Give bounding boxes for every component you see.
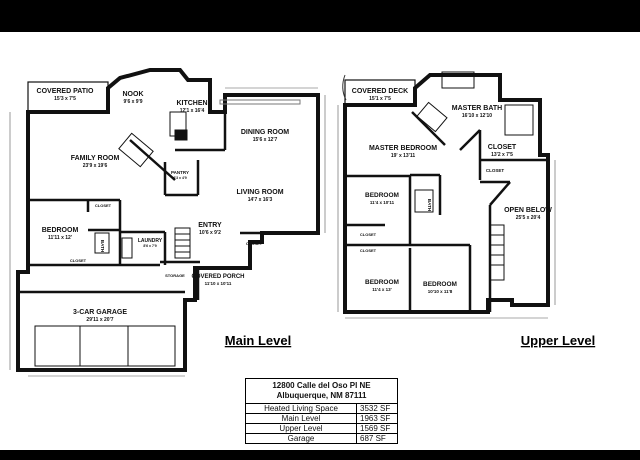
bottom-black-band (0, 450, 640, 460)
area-row: Heated Living Space 3532 SF (245, 403, 398, 414)
area-label: Heated Living Space (245, 403, 357, 414)
room-covered-porch-dim: 11'10 x 10'11 (205, 281, 232, 286)
area-label: Upper Level (245, 423, 357, 434)
main-level-fixtures (34, 99, 301, 367)
room-laundry-dim: 8'6 x 7'9 (143, 244, 156, 248)
main-level-plan (16, 68, 320, 372)
room-nook-name: NOOK (123, 91, 144, 98)
room-bedroom1-dim: 11'4 x 10'11 (370, 200, 395, 205)
room-closet3-name: CLOSET (246, 241, 263, 246)
room-covered-deck-dim: 15'1 x 7'5 (369, 96, 391, 102)
room-small-closet-name: CLOSET (486, 168, 505, 173)
room-bedroom3-name: BEDROOM (423, 281, 457, 288)
room-laundry-name: LAUNDRY (138, 238, 163, 244)
floor-plan-drawing: COVERED PATIO 15'3 x 7'5 NOOK 9'6 x 9'9 … (9, 68, 595, 377)
room-bedroom3-dim: 10'10 x 11'8 (428, 289, 453, 294)
room-open-below-dim: 25'5 x 20'4 (516, 215, 541, 221)
room-upper-bath-name: BATH (427, 199, 432, 211)
room-master-bath-name: MASTER BATH (452, 105, 502, 112)
room-bath-name: BATH (100, 240, 105, 252)
main-level-labels: COVERED PATIO 15'3 x 7'5 NOOK 9'6 x 9'9 … (37, 88, 290, 323)
area-value: 3532 SF (356, 403, 398, 414)
room-family-name: FAMILY ROOM (71, 155, 120, 162)
upper-level-title: Upper Level (521, 333, 595, 348)
area-row: Garage 687 SF (245, 433, 398, 444)
room-bedroom-dim: 11'11 x 12' (48, 235, 72, 241)
room-dining-dim: 15'6 x 12'7 (253, 137, 278, 143)
room-garage-dim: 29'11 x 20'7 (86, 317, 113, 323)
area-row: Main Level 1963 SF (245, 413, 398, 424)
area-value: 1963 SF (356, 413, 398, 424)
address-line-1: 12800 Calle del Oso Pl NE (272, 381, 371, 390)
room-closet1-name: CLOSET (95, 203, 112, 208)
main-level-title: Main Level (225, 333, 291, 348)
room-storage-name: STORAGE (165, 273, 185, 278)
room-kitchen-name: KITCHEN (176, 100, 207, 107)
room-pantry-dim: 6'3 x 4'9 (173, 176, 186, 180)
address-line-2: Albuquerque, NM 87111 (276, 391, 367, 400)
upper-level-plan (343, 73, 550, 314)
main-level-dimension-ticks (9, 87, 326, 377)
room-covered-patio-dim: 15'3 x 7'5 (54, 96, 76, 102)
upper-level-labels: COVERED DECK 15'1 x 7'5 MASTER BATH 16'1… (352, 88, 553, 294)
top-black-band (0, 0, 640, 32)
area-table: Heated Living Space 3532 SF Main Level 1… (245, 403, 398, 444)
room-bedroom2-name: BEDROOM (365, 279, 399, 286)
room-garage-name: 3-CAR GARAGE (73, 309, 127, 316)
area-value: 687 SF (356, 433, 398, 444)
room-living-name: LIVING ROOM (236, 189, 283, 196)
room-bedroom2-dim: 11'4 x 13' (372, 287, 391, 292)
area-label: Main Level (245, 413, 357, 424)
area-row: Upper Level 1569 SF (245, 423, 398, 434)
main-level-interior (18, 112, 262, 300)
room-master-bedroom-name: MASTER BEDROOM (369, 145, 437, 152)
upper-level-fixtures (342, 71, 534, 281)
room-entry-name: ENTRY (198, 222, 222, 229)
room-covered-patio-name: COVERED PATIO (37, 88, 94, 95)
room-living-dim: 14'7 x 16'3 (248, 197, 273, 203)
room-entry-dim: 10'6 x 9'2 (199, 230, 221, 236)
room-covered-deck-name: COVERED DECK (352, 88, 408, 95)
room-closet-b-name: CLOSET (360, 248, 377, 253)
room-walk-closet-dim: 13'2 x 7'5 (491, 152, 513, 158)
room-bedroom1-name: BEDROOM (365, 192, 399, 199)
room-kitchen-dim: 12'1 x 16'4 (180, 108, 205, 114)
room-closet2-name: CLOSET (70, 258, 87, 263)
room-family-dim: 23'9 x 19'6 (83, 163, 108, 169)
upper-level-interior (345, 111, 548, 312)
room-bedroom-name: BEDROOM (42, 227, 79, 234)
room-walk-closet-name: CLOSET (488, 144, 517, 151)
room-nook-dim: 9'6 x 9'9 (123, 99, 142, 105)
property-info-box: 12800 Calle del Oso Pl NE Albuquerque, N… (245, 378, 398, 444)
area-value: 1569 SF (356, 423, 398, 434)
room-covered-porch-name: COVERED PORCH (191, 274, 244, 280)
room-pantry-name: PANTRY (171, 170, 189, 175)
room-open-below-name: OPEN BELOW (504, 207, 552, 214)
room-dining-name: DINING ROOM (241, 129, 289, 136)
area-label: Garage (245, 433, 357, 444)
upper-level-dimension-ticks (337, 105, 556, 319)
room-master-bedroom-dim: 19' x 13'11 (391, 153, 416, 159)
address-block: 12800 Calle del Oso Pl NE Albuquerque, N… (245, 378, 398, 403)
room-master-bath-dim: 16'10 x 12'10 (462, 113, 492, 119)
room-closet-a-name: CLOSET (360, 232, 377, 237)
